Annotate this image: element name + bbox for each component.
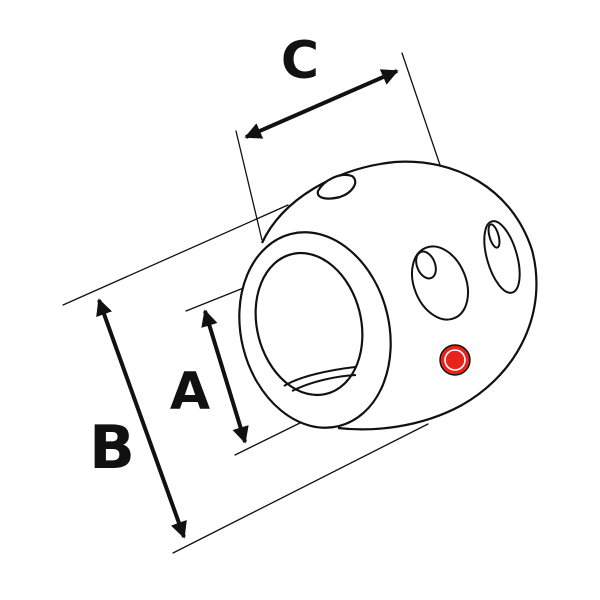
shaft-bore (254, 251, 364, 397)
a-dimension-arrow (201, 309, 249, 444)
front-face (238, 231, 392, 429)
c-extension-line-right (401, 52, 441, 166)
dimension-label-c: C (281, 31, 319, 91)
c-extension-line-left (235, 130, 263, 241)
bore-depth-line (283, 366, 356, 387)
bolt-holes (411, 220, 521, 321)
a-extension-line-bottom (234, 421, 303, 456)
top-bolt-slot (316, 173, 357, 200)
dimension-label-a: A (170, 362, 210, 422)
extension-lines (62, 52, 441, 554)
b-extension-line-top (62, 204, 289, 306)
b-dimension-arrow (96, 298, 187, 539)
a-extension-line-top (185, 286, 247, 312)
c-dimension-arrow (244, 69, 399, 139)
b-extension-line-bottom (172, 423, 429, 554)
dimension-label-b: B (89, 413, 135, 483)
bolt-hole-right-inner (487, 223, 501, 249)
bolt-hole-center-inner (415, 250, 437, 280)
red-dot-icon (439, 344, 471, 376)
bore-seam-line (291, 374, 357, 392)
